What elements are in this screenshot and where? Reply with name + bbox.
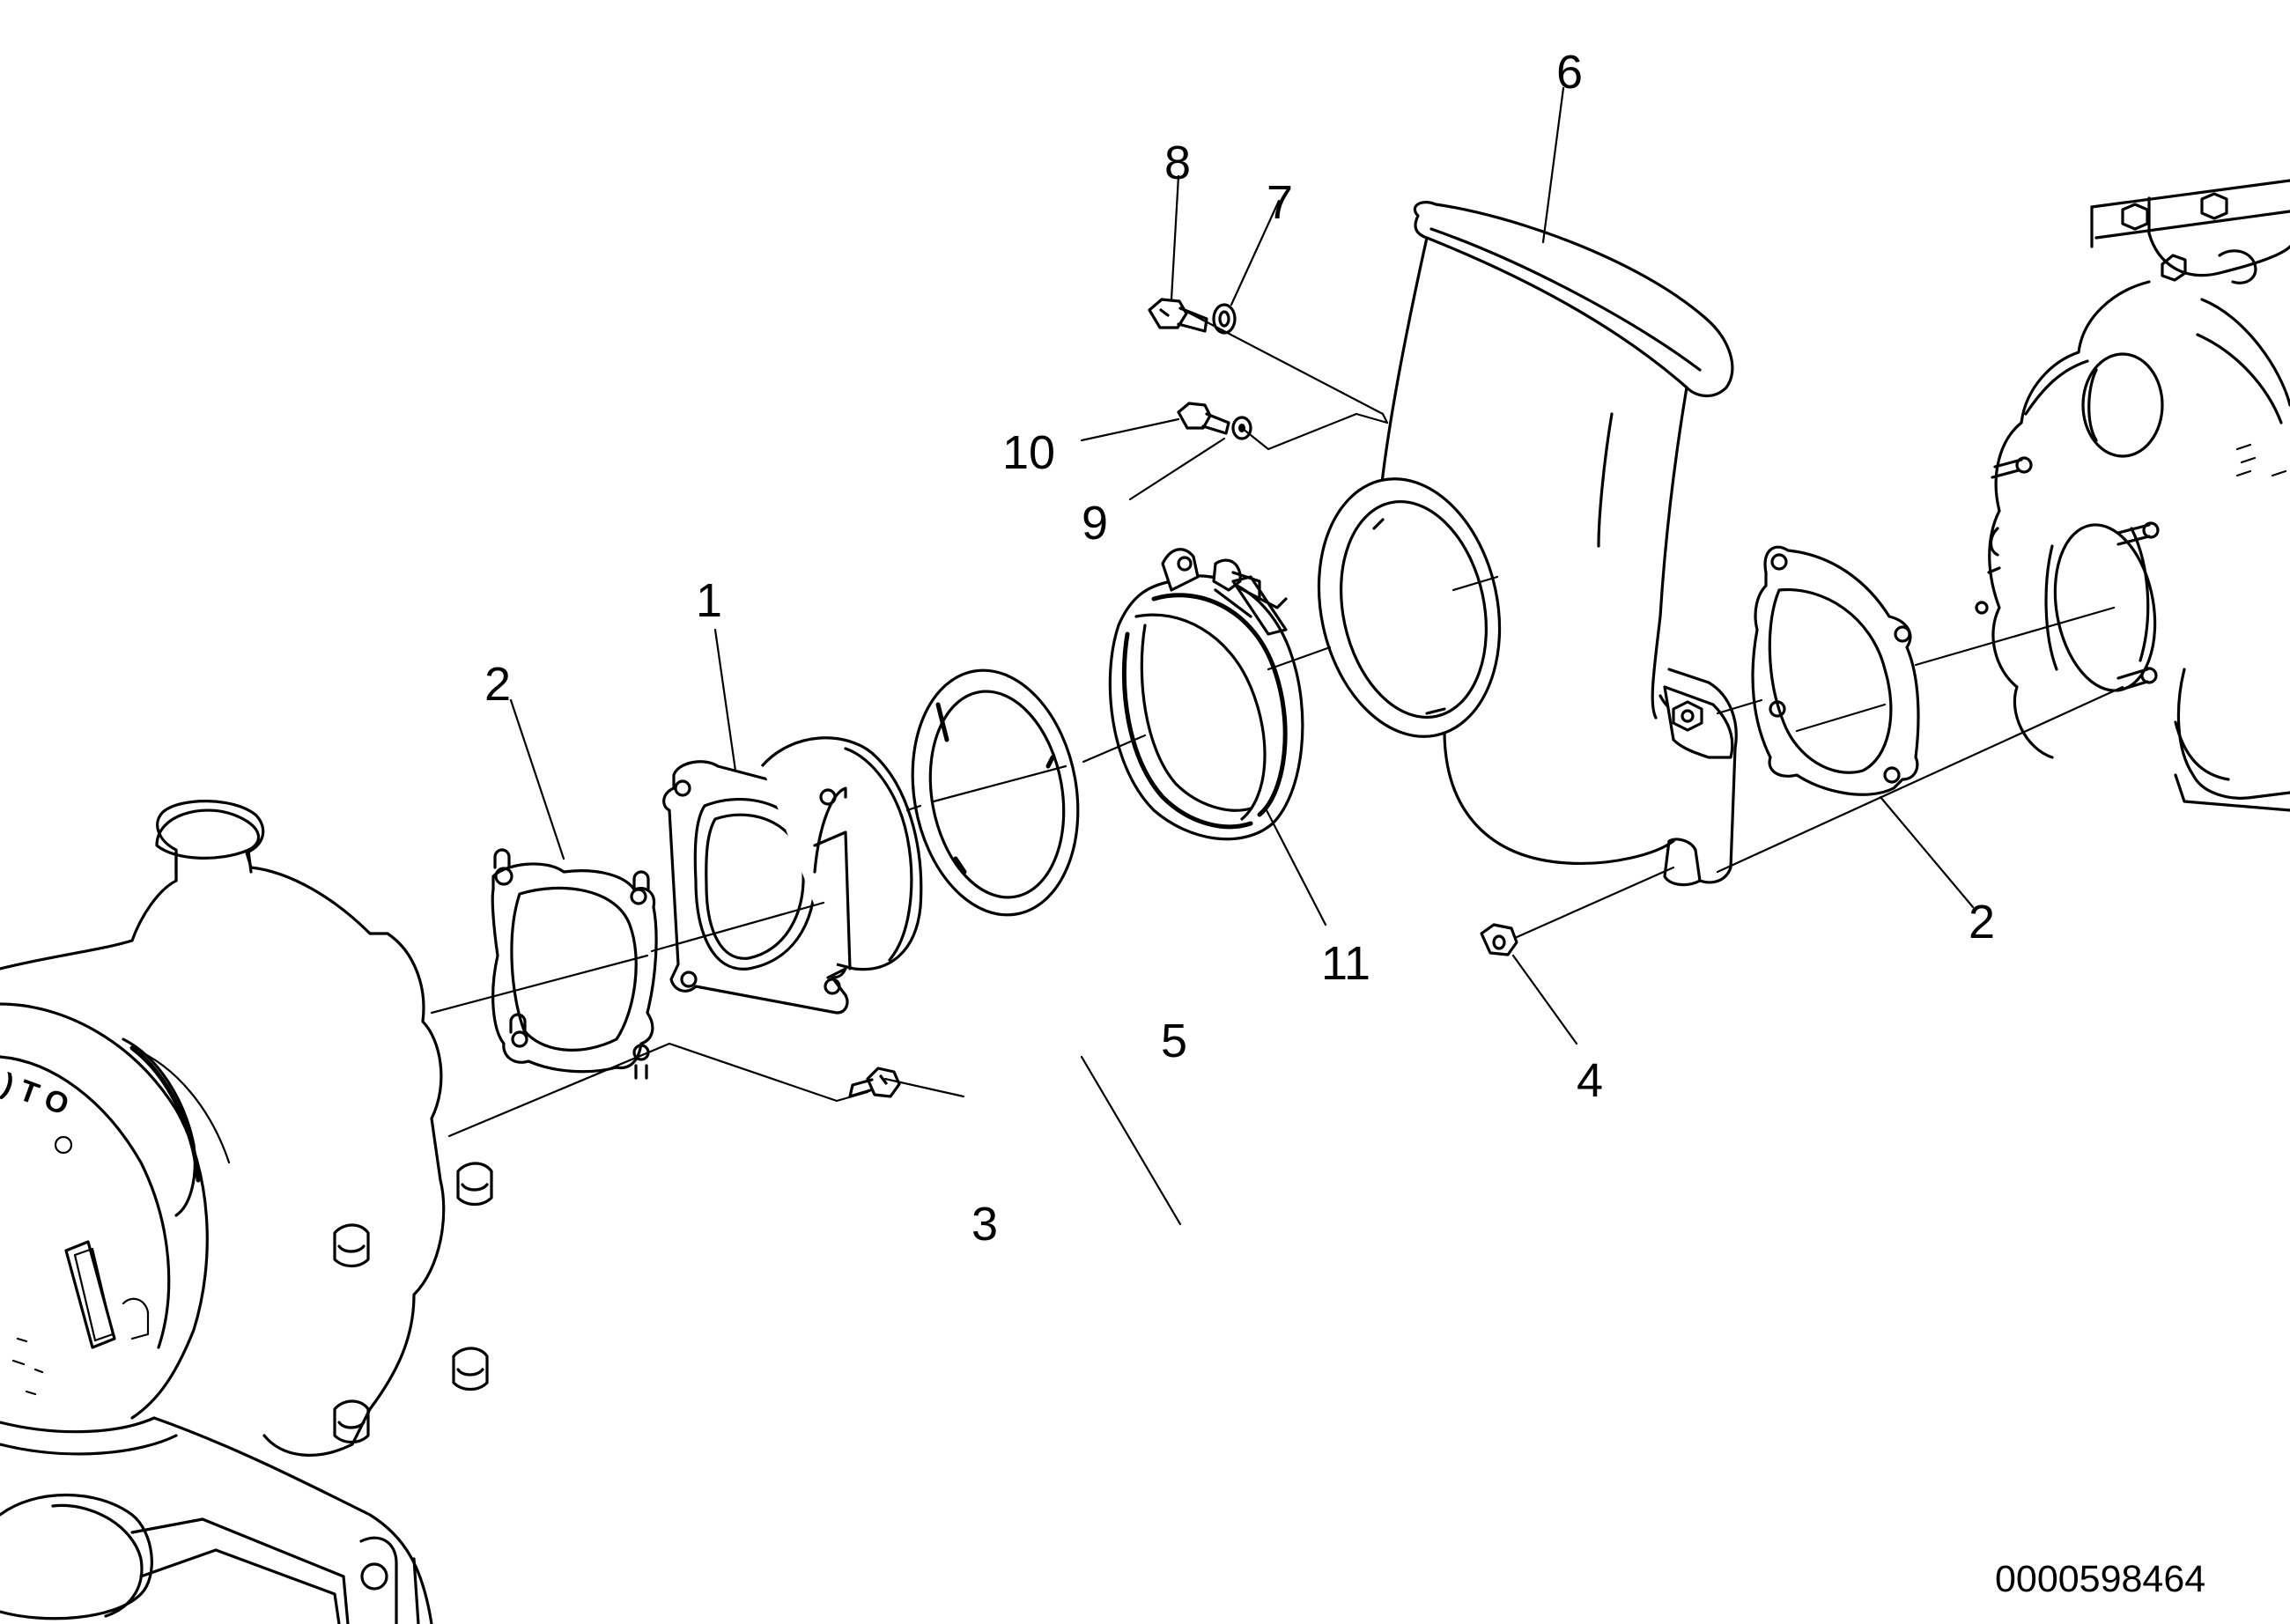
callout-2-left: 2 [484, 658, 511, 711]
callout-9: 9 [1082, 497, 1108, 550]
document-number: 0000598464 [1995, 1558, 2205, 1600]
leader-lines [509, 86, 1975, 1226]
callout-4: 4 [1577, 1054, 1603, 1107]
bolt-10 [1177, 402, 1230, 435]
flange-bolts-left [333, 1162, 493, 1444]
callout-2-right: 2 [1969, 896, 1995, 949]
elbow-tube [1378, 201, 1738, 887]
nut-4 [1480, 923, 1518, 956]
ring-gasket [911, 668, 1080, 917]
flange-adapter [662, 736, 923, 1015]
gasket-right [1751, 545, 1920, 796]
bolt-3 [848, 1067, 901, 1098]
callout-5: 5 [1161, 1015, 1187, 1067]
callout-3: 3 [971, 1198, 998, 1251]
callout-10: 10 [1002, 426, 1055, 479]
callout-7: 7 [1267, 176, 1293, 229]
callout-8: 8 [1164, 137, 1191, 189]
left-engine-housing: ) T O [0, 800, 493, 1624]
callout-11: 11 [1321, 937, 1370, 990]
gasket-left [491, 848, 658, 1080]
elbow-inlet-ring [1317, 477, 1502, 738]
assembly-centerlines [430, 306, 2124, 1138]
callout-1: 1 [696, 574, 722, 627]
washer-7 [1212, 303, 1237, 335]
right-turbo-housing [1975, 179, 2290, 812]
bolt-8 [1148, 298, 1208, 333]
housing-stamping: ) T O [0, 1067, 73, 1122]
callout-labels: 1 2 2 3 4 5 6 7 8 9 10 11 [484, 46, 1995, 1251]
v-band-clamp [1108, 548, 1304, 841]
callout-6: 6 [1556, 46, 1583, 99]
